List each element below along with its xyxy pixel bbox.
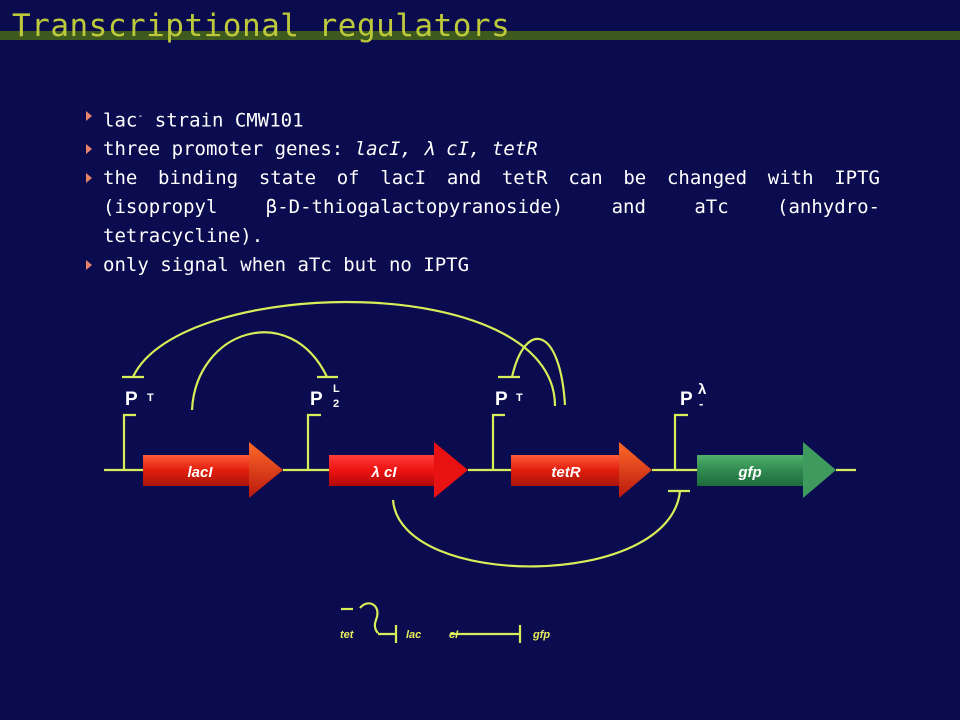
gene-label: gfp [737,464,761,481]
repression-arc [510,337,567,406]
slide-title: Transcriptional regulators [12,8,511,44]
promoter-subscript: T [516,392,523,404]
promoter-arrow [673,413,688,470]
gene-tetr-arrow [511,442,652,498]
circuit-label: tet [340,629,355,641]
bullet-text: lac [103,109,138,132]
promoter-arrow [122,413,136,470]
bullet-item: only signal when aTc but no IPTG [86,251,880,280]
bullet-item: three promoter genes: lacI, λ cI, tetR [86,135,880,164]
repression-arc [190,331,328,411]
circuit-label: cI [449,629,459,641]
gene-label: lacI [187,464,213,481]
promoter-label: P [495,389,508,410]
circuit-feedback-loop [359,602,380,636]
bullet-text: the binding state of lacI and tetR can b… [103,167,880,248]
bullet-item: the binding state of lacI and tetR can b… [86,164,880,251]
gene-laci-arrow [143,442,283,498]
repression-arc [132,300,557,407]
bullet-genes: lacI, λ cI, tetR [354,138,538,161]
circuit-label: lac [406,629,421,641]
promoter-arrow [491,413,505,470]
promoter-subscript: λ [698,381,707,398]
bullet-list: lac- strain CMW101 three promoter genes:… [86,102,880,280]
bullet-text: three promoter genes: [103,138,355,161]
promoter-subscript: 2 [333,398,339,410]
title-underline-bar [0,31,960,40]
bullet-item: lac- strain CMW101 [86,102,880,135]
promoter-label: P [680,389,693,410]
bullet-superscript: - [137,111,144,122]
gene-label: tetR [551,464,580,481]
promoter-subscript: - [699,396,703,411]
circuit-label: gfp [532,629,550,641]
bullet-marker-icon [86,144,92,155]
repression-arc [391,490,682,568]
promoter-arrow [306,413,321,470]
promoter-label: P [125,389,138,410]
gene-ci-arrow [329,442,468,498]
bullet-text: strain CMW101 [143,109,304,132]
gene-label: λ cI [370,464,397,481]
bullet-marker-icon [86,260,92,271]
gene-gfp-arrow [697,442,836,498]
promoter-label: P [310,389,323,410]
bullet-marker-icon [86,173,92,184]
bullet-text: only signal when aTc but no IPTG [103,254,470,277]
promoter-subscript: L [333,383,340,395]
promoter-subscript: T [147,392,154,404]
bullet-marker-icon [86,111,92,121]
